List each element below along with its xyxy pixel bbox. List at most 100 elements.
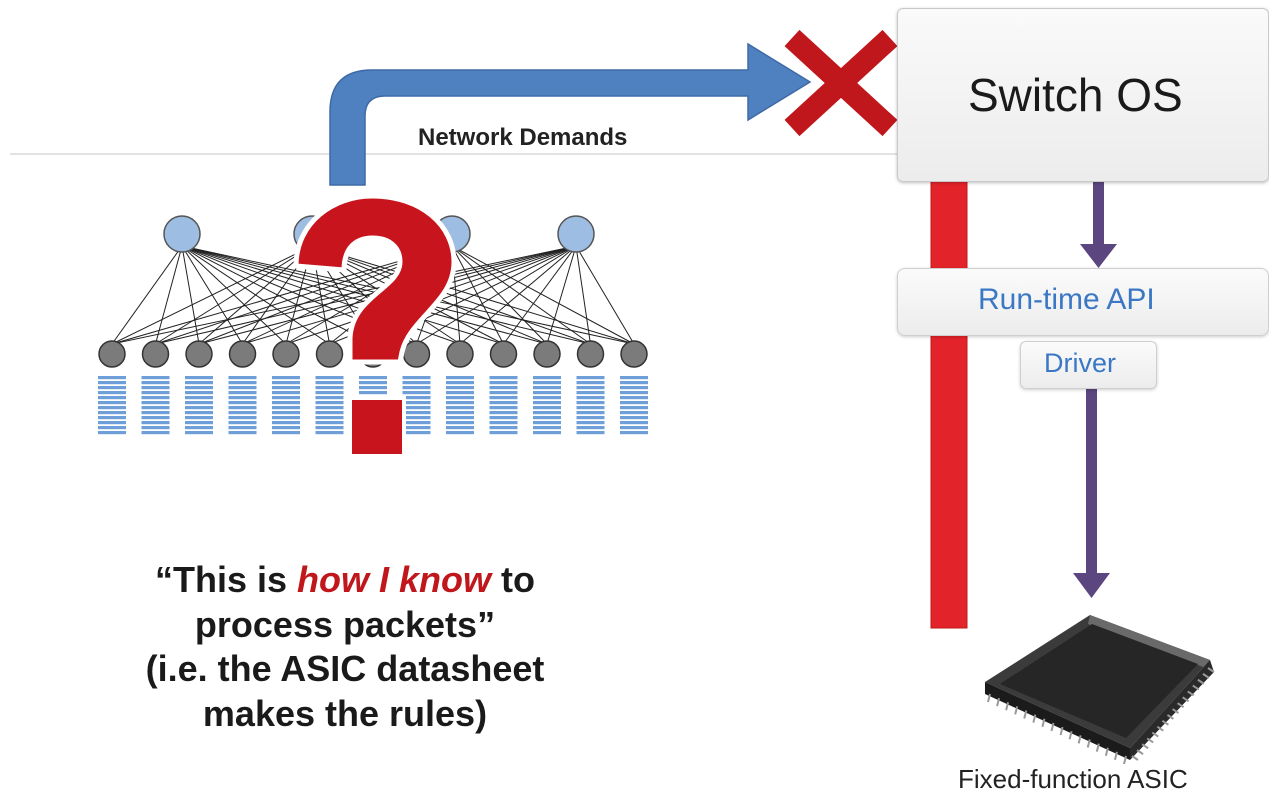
nn-bar — [489, 426, 518, 430]
nn-bar — [272, 386, 300, 390]
nn-bar — [228, 391, 257, 395]
nn-bar — [228, 416, 257, 420]
nn-bar — [620, 426, 648, 430]
nn-bar — [272, 381, 300, 385]
chip-top — [1000, 624, 1198, 738]
nn-bar — [576, 426, 605, 430]
quote-line-1-prefix: “This is — [154, 559, 298, 600]
nn-bar — [620, 391, 648, 395]
nn-bar — [446, 376, 474, 380]
nn-bar — [402, 406, 431, 410]
nn-bar — [315, 376, 344, 380]
nn-bar — [489, 416, 518, 420]
chip-pin — [1187, 690, 1195, 697]
network-demands-arrow — [329, 42, 812, 186]
nn-bar — [489, 411, 518, 415]
nn-bar — [620, 376, 648, 380]
chip-pin — [996, 697, 1001, 707]
nn-bar — [228, 376, 257, 380]
nn-bar — [446, 396, 474, 400]
nn-bar — [533, 406, 561, 410]
nn-bar — [185, 396, 213, 400]
nn-bar — [446, 431, 474, 435]
nn-bar — [98, 431, 126, 435]
nn-bar — [576, 396, 605, 400]
nn-bar — [272, 411, 300, 415]
nn-bar — [315, 386, 344, 390]
nn-bar — [272, 431, 300, 435]
nn-bar — [533, 396, 561, 400]
nn-bar — [315, 411, 344, 415]
nn-bar — [185, 386, 213, 390]
nn-bottom-node — [315, 340, 344, 368]
nn-bar — [402, 416, 431, 420]
nn-bar — [446, 416, 474, 420]
nn-bar — [402, 431, 431, 435]
chip-pin — [1182, 696, 1190, 703]
nn-bar — [489, 376, 518, 380]
nn-bottom-node — [446, 340, 474, 368]
chip-side — [985, 682, 1130, 760]
chip-pin — [1059, 726, 1064, 736]
quote-line-3: (i.e. the ASIC datasheet — [145, 648, 545, 690]
asic-label: Fixed-function ASIC — [958, 764, 1188, 794]
nn-bottom-node — [489, 340, 518, 368]
nn-bar — [141, 401, 170, 405]
nn-bar — [141, 391, 170, 395]
nn-bar — [533, 416, 561, 420]
nn-bar — [185, 426, 213, 430]
nn-bar — [533, 381, 561, 385]
quote-emphasis: how I know — [297, 559, 492, 600]
nn-bar — [489, 401, 518, 405]
blocked-x-icon — [784, 29, 898, 137]
nn-bar — [489, 386, 518, 390]
chip-pin — [987, 693, 991, 703]
asic-chip-icon — [985, 615, 1215, 765]
nn-edge — [451, 245, 504, 345]
nn-bar — [620, 396, 648, 400]
nn-edge — [311, 245, 591, 345]
nn-bar — [359, 381, 387, 385]
nn-bar — [576, 416, 605, 420]
nn-edge — [451, 245, 591, 345]
nn-bar — [272, 421, 300, 425]
nn-bar — [185, 421, 213, 425]
nn-bar — [446, 426, 474, 430]
nn-bar — [402, 426, 431, 430]
nn-bar — [620, 401, 648, 405]
nn-bar — [272, 376, 300, 380]
nn-bar — [141, 421, 170, 425]
nn-bar — [315, 381, 344, 385]
nn-bar — [533, 401, 561, 405]
nn-bar — [315, 391, 344, 395]
nn-bar — [576, 406, 605, 410]
nn-bar — [489, 396, 518, 400]
network-demands-label: Network Demands — [418, 124, 628, 151]
chip-pin — [1177, 702, 1185, 709]
nn-bottom-node — [185, 340, 213, 368]
nn-bar — [228, 386, 257, 390]
nn-edge — [503, 245, 577, 345]
nn-bar — [228, 426, 257, 430]
nn-bar — [576, 376, 605, 380]
nn-bottom-node — [576, 340, 605, 368]
chip-pin — [1192, 684, 1200, 691]
nn-bar — [620, 411, 648, 415]
nn-edge — [111, 245, 183, 345]
chip-side-right — [1130, 660, 1214, 760]
nn-bar — [315, 416, 344, 420]
nn-bar — [141, 411, 170, 415]
nn-bottom-node — [272, 340, 300, 368]
chip-pin — [1077, 735, 1082, 744]
nn-bar — [576, 391, 605, 395]
nn-bar — [533, 426, 561, 430]
nn-bar — [272, 416, 300, 420]
nn-edge — [155, 245, 313, 345]
nn-bar — [228, 381, 257, 385]
chip-pin — [1156, 725, 1164, 732]
chip-pin — [1123, 755, 1127, 765]
chip-pin — [1166, 714, 1175, 720]
nn-bar — [98, 406, 126, 410]
nn-edge — [155, 245, 183, 345]
chip-pin — [1151, 731, 1159, 738]
